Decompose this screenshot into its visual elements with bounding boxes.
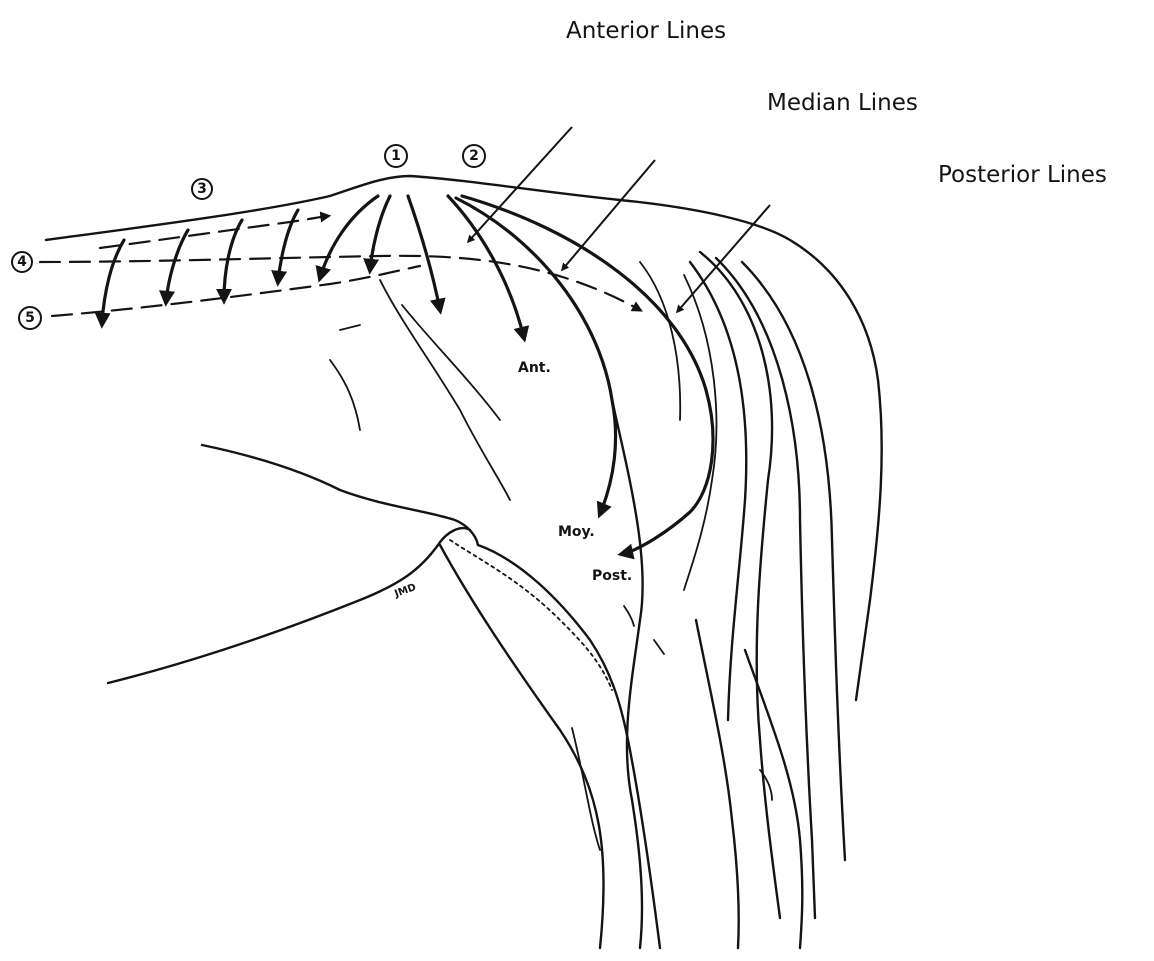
muscle-line (402, 305, 500, 420)
mane-strand (690, 262, 746, 720)
marker-number-3: 3 (197, 181, 207, 197)
shoulder-contour (612, 400, 643, 948)
trachea-shading (450, 540, 612, 690)
marker-number-1: 1 (391, 148, 401, 164)
muscle-line (624, 606, 634, 626)
mane-strand (742, 262, 845, 860)
median-leader-line (562, 160, 655, 270)
muscle-line (340, 325, 360, 330)
muscle-line (380, 280, 510, 500)
marker-number-2: 2 (469, 148, 479, 164)
posterior-lines-heading: Posterior Lines (938, 162, 1107, 188)
marker-number-5: 5 (25, 310, 35, 326)
arrow-from-point-1 (370, 196, 390, 270)
arrow-down (166, 230, 188, 302)
median-lines-heading: Median Lines (767, 90, 918, 116)
mane-strand (640, 262, 680, 420)
jaw-contour (202, 445, 478, 545)
muscle-line (330, 360, 360, 430)
arrow-from-point-1 (408, 196, 440, 310)
arrow-anterior (448, 196, 524, 338)
label-post: Post. (592, 568, 632, 584)
trachea-contour (440, 545, 604, 948)
muscle-line (572, 728, 600, 850)
arrow-median (456, 198, 616, 514)
label-ant: Ant. (518, 360, 551, 376)
shoulder-contour (696, 620, 739, 948)
throat-contour (108, 528, 470, 683)
muscle-line (654, 640, 664, 654)
posterior-leader-line (677, 205, 770, 312)
marker-number-4: 4 (17, 254, 27, 270)
arrow-posterior (462, 196, 713, 554)
anterior-lines-heading: Anterior Lines (566, 18, 726, 44)
mane-strand (700, 252, 780, 918)
shoulder-contour (745, 650, 802, 948)
label-moy: Moy. (558, 524, 595, 540)
label-jmd: JMD (392, 582, 417, 600)
